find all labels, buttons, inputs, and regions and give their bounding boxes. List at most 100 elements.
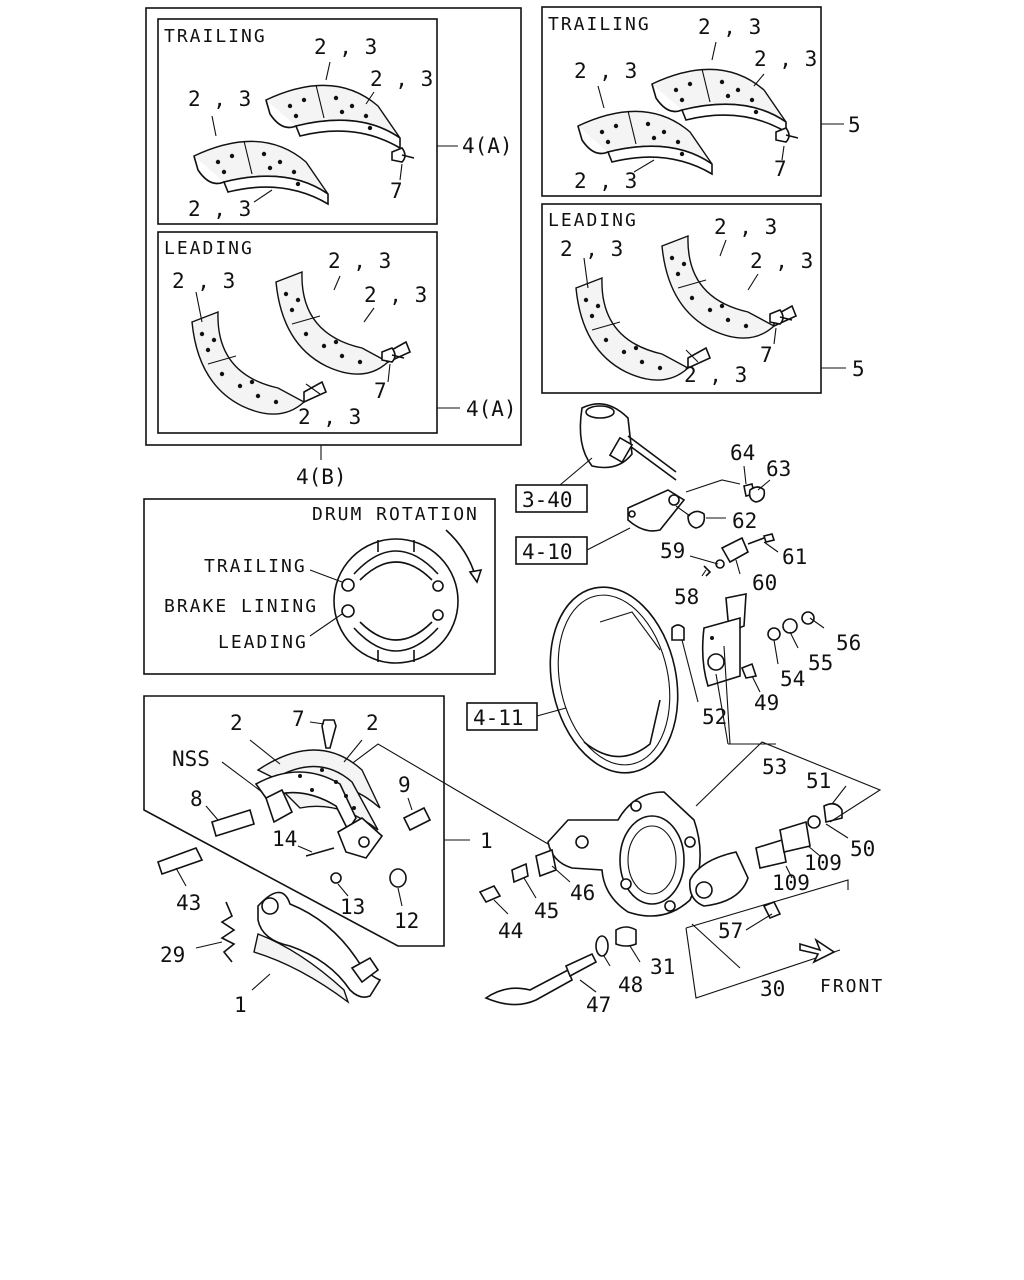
part-12: 12: [394, 909, 419, 933]
ref-2-3-ll-c: 2 , 3: [172, 269, 235, 293]
ref-4a-leading: 4(A): [466, 397, 517, 421]
washer-31: [615, 926, 637, 947]
panel-title-trailing-right: TRAILING: [548, 14, 651, 35]
ref-2-3-lr-c: 2 , 3: [560, 237, 623, 261]
part-nss: NSS: [172, 747, 210, 771]
panel-trailing-5: [541, 6, 822, 197]
ref-2-3-lr-d: 2 , 3: [684, 363, 747, 387]
part-13: 13: [340, 895, 365, 919]
ref-box-4-11: [466, 702, 538, 731]
ref-box-4-10-label: 4-10: [522, 540, 573, 564]
panel-leading-5: [541, 203, 822, 394]
nut-62: [687, 510, 706, 529]
ref-box-4-11-label: 4-11: [473, 706, 524, 730]
ref-2-3-ll-a: 2 , 3: [328, 249, 391, 273]
slack-adjuster: [671, 593, 815, 688]
part-1-b: 1: [234, 993, 247, 1017]
pin-8: [211, 808, 255, 838]
plate-46: [535, 848, 557, 878]
part-109-a: 109: [804, 851, 842, 875]
lining-trailing-left-2: [265, 84, 401, 149]
rivet-7: [321, 719, 337, 749]
part-9: 9: [398, 773, 411, 797]
front-label: FRONT: [820, 976, 884, 997]
chamber-bracket: [627, 489, 686, 532]
part-14: 14: [272, 827, 297, 851]
ref-2-3-ll-b: 2 , 3: [364, 283, 427, 307]
ref-2-3-lr-b: 2 , 3: [750, 249, 813, 273]
part-7: 7: [292, 707, 305, 731]
slack-adjuster-link: [703, 533, 776, 577]
ref-box-3-40: [515, 484, 588, 513]
part-52: 52: [702, 705, 727, 729]
part-50: 50: [850, 837, 875, 861]
part-62: 62: [732, 509, 757, 533]
part-8: 8: [190, 787, 203, 811]
ref-2-3-tr-b: 2 , 3: [754, 47, 817, 71]
washer-12: [389, 868, 407, 888]
ref-2-3-tr-a: 2 , 3: [698, 15, 761, 39]
part-61: 61: [782, 545, 807, 569]
drum-rotation-box: [143, 498, 496, 675]
panel-leading-4a: [157, 231, 438, 434]
part-109-b: 109: [772, 871, 810, 895]
drum-rotation-title: DRUM ROTATION: [312, 504, 479, 525]
part-53: 53: [762, 755, 787, 779]
part-51: 51: [806, 769, 831, 793]
panel-trailing-4a: [157, 18, 438, 225]
spring-29: [220, 901, 236, 963]
shoe-assembly-frame: [143, 695, 445, 947]
part-30: 30: [760, 977, 785, 1001]
frame-4b: [145, 7, 522, 446]
part-29: 29: [160, 943, 185, 967]
bolt-44: [478, 884, 502, 904]
ref-4a-trailing: 4(A): [462, 134, 513, 158]
ref-2-3-tr-d: 2 , 3: [574, 169, 637, 193]
part-63: 63: [766, 457, 791, 481]
pin-43: [156, 847, 204, 876]
panel-title-trailing-left: TRAILING: [164, 26, 267, 47]
part-64: 64: [730, 441, 755, 465]
plate-45: [511, 862, 529, 884]
part-55: 55: [808, 651, 833, 675]
ref-2-3-tl-a: 2 , 3: [314, 35, 377, 59]
nut-63: [748, 486, 766, 503]
part-60: 60: [752, 571, 777, 595]
brake-shoe-exploded: [254, 749, 384, 859]
ref-box-4-10: [515, 536, 588, 565]
part-1-a: 1: [480, 829, 493, 853]
brake-shoe-assembled: [253, 891, 382, 1004]
lining-trailing-left-1: [193, 140, 329, 205]
rivet-trailing-left: [391, 147, 415, 163]
front-arrow-icon: [799, 937, 836, 964]
camshaft: [484, 952, 598, 1006]
part-43: 43: [176, 891, 201, 915]
ref-2-3-tr-c: 2 , 3: [574, 59, 637, 83]
ref-2-3-tl-b: 2 , 3: [370, 67, 433, 91]
lining-trailing-right-1: [577, 110, 713, 175]
part-49: 49: [754, 691, 779, 715]
pin-9: [402, 806, 432, 832]
part-54: 54: [780, 667, 805, 691]
part-47: 47: [586, 993, 611, 1017]
part-56: 56: [836, 631, 861, 655]
part-45: 45: [534, 899, 559, 923]
part-48: 48: [618, 973, 643, 997]
pin-14: [305, 847, 335, 857]
panel-title-leading-left: LEADING: [164, 238, 254, 259]
ref-2-3-tl-c: 2 , 3: [188, 87, 251, 111]
part-2-a: 2: [230, 711, 243, 735]
part-59: 59: [660, 539, 685, 563]
spider: [547, 791, 749, 917]
part-58: 58: [674, 585, 699, 609]
ref-7-lr: 7: [760, 343, 773, 367]
drum-label-brake-lining: BRAKE LINING: [164, 596, 318, 617]
clip-13: [330, 872, 342, 884]
washer-48: [595, 935, 609, 957]
ref-7-tl: 7: [390, 179, 403, 203]
ref-5-leading: 5: [852, 357, 865, 381]
drum-label-leading: LEADING: [218, 632, 308, 653]
brake-chamber: [579, 402, 677, 481]
ref-7-ll: 7: [374, 379, 387, 403]
part-31: 31: [650, 955, 675, 979]
